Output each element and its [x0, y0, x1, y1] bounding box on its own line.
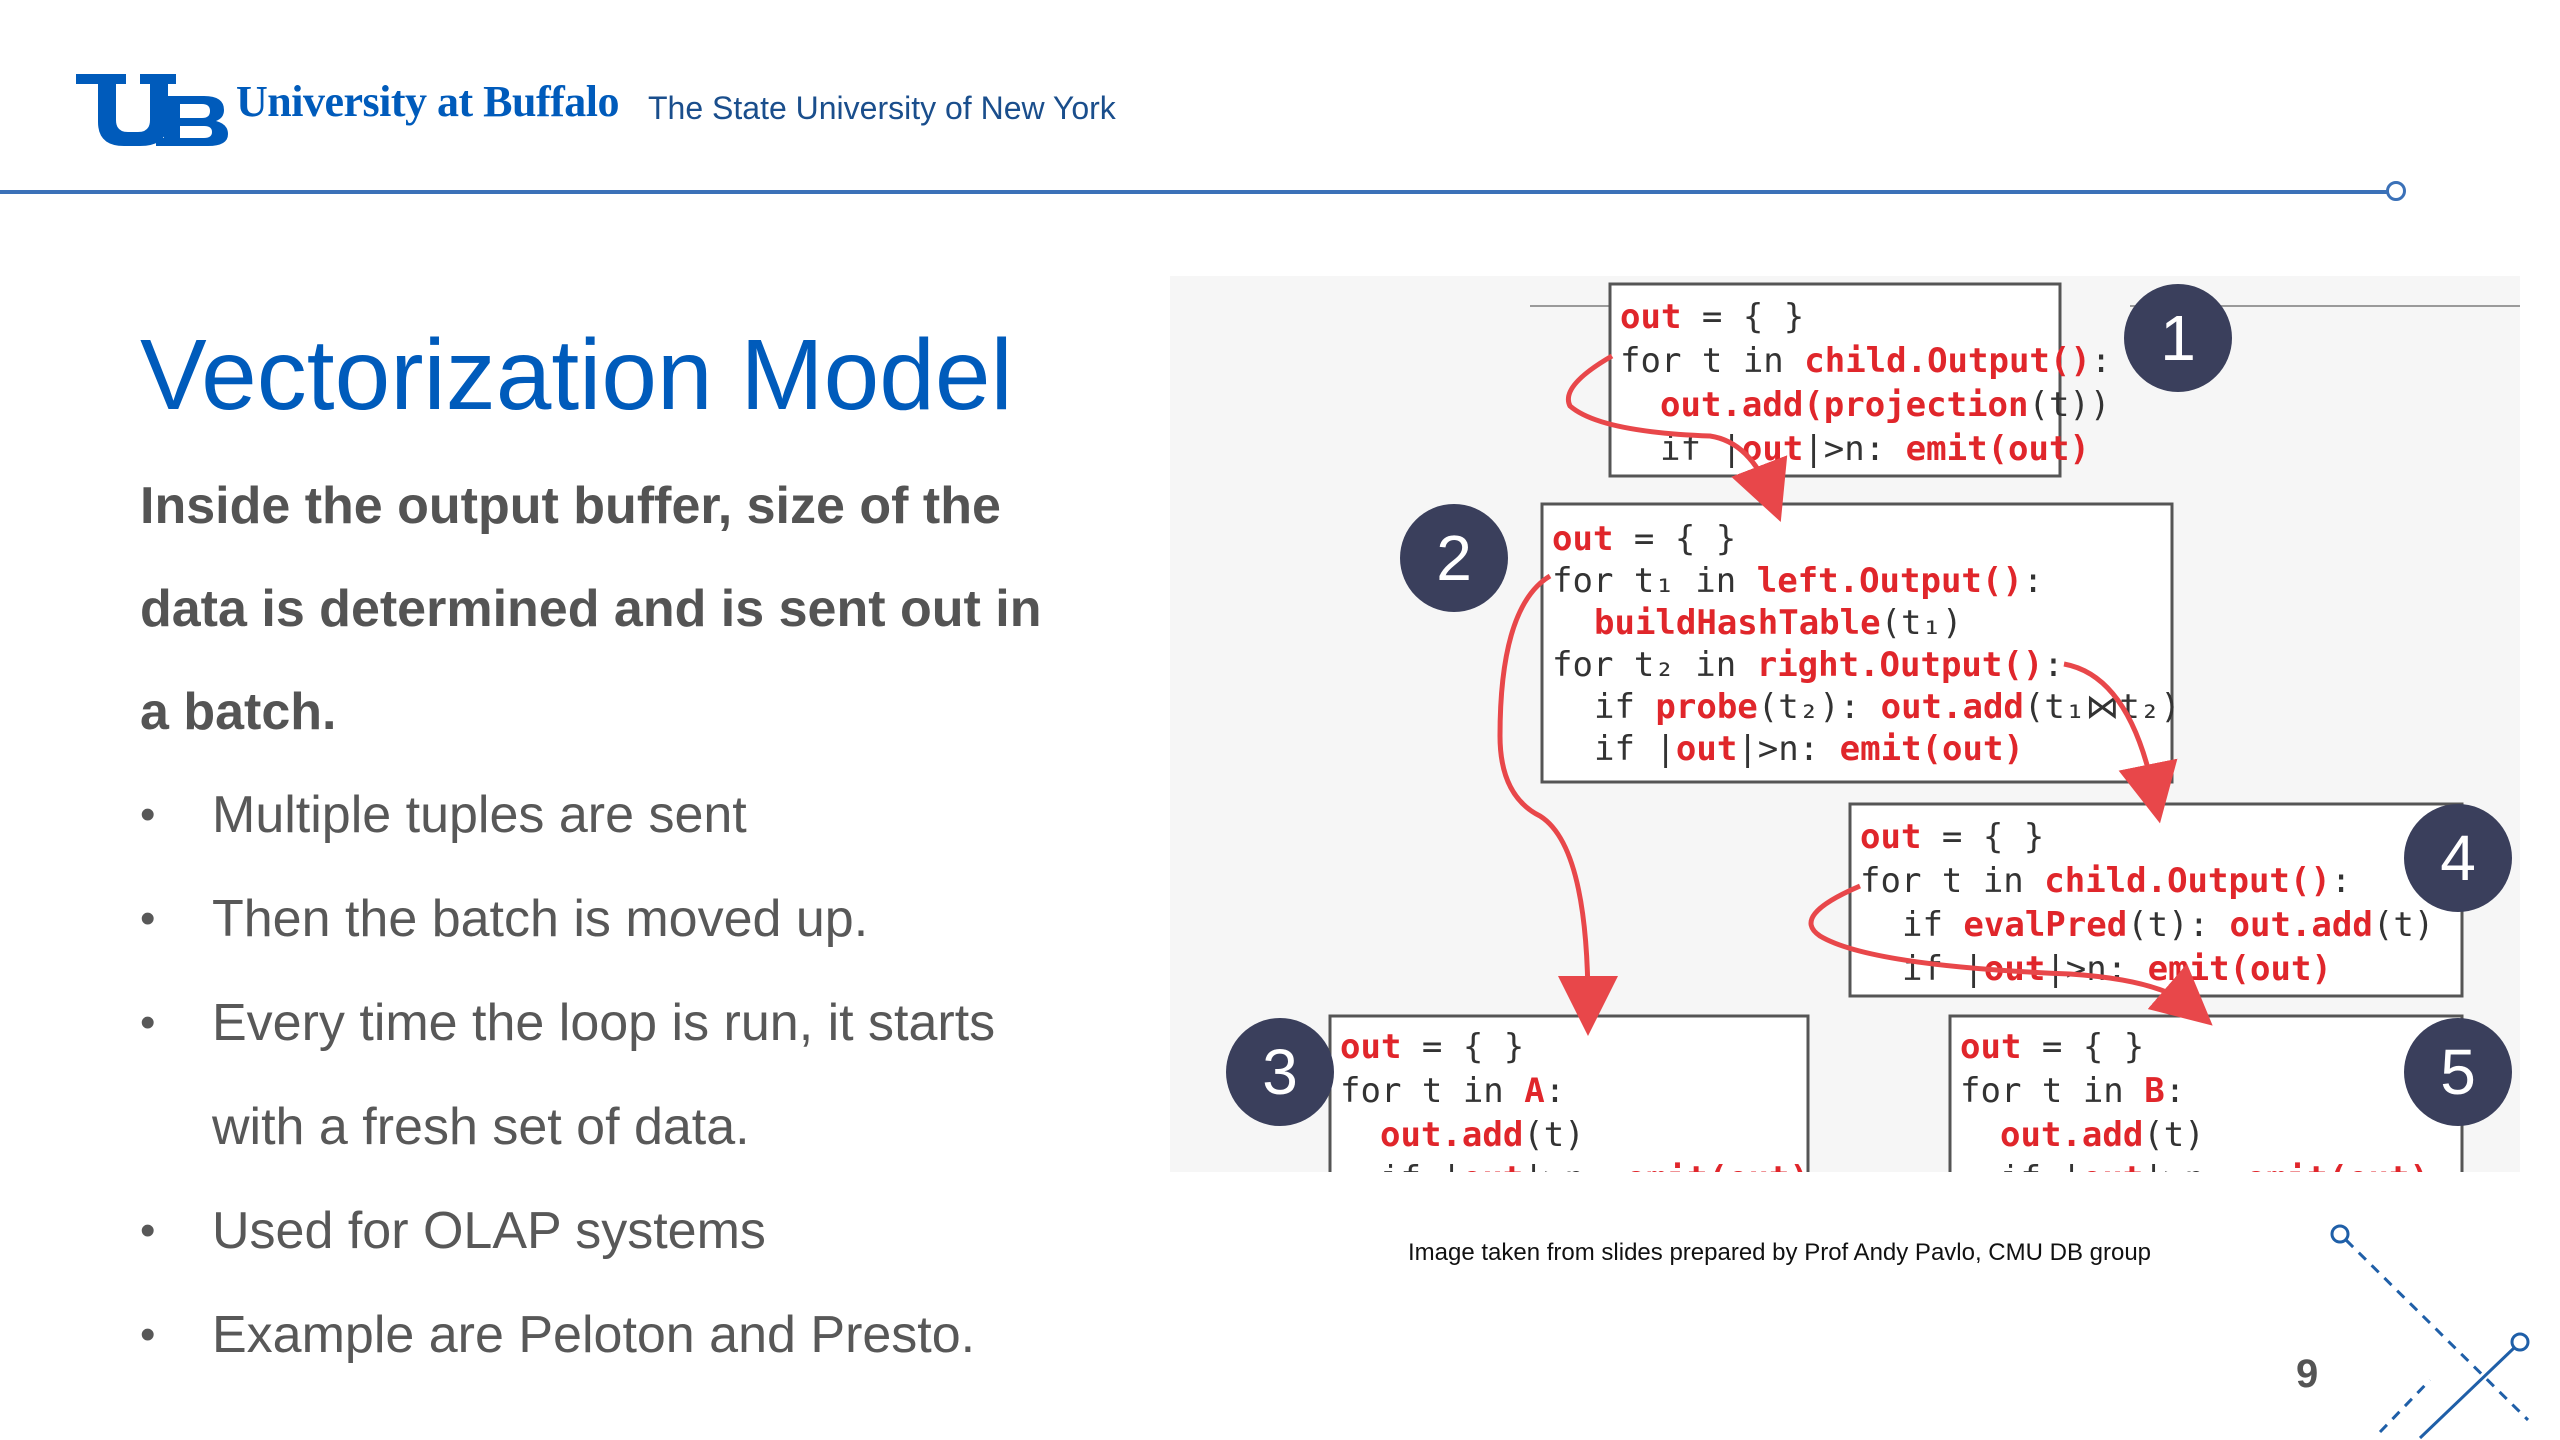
slide-title: Vectorization Model — [140, 319, 1013, 431]
flow-arrow-1-2 — [1566, 353, 1788, 522]
svg-text:for t in child.Output():: for t in child.Output(): — [1860, 861, 2351, 901]
vectorization-diagram: out = { } for t in child.Output(): out.a… — [1170, 276, 2520, 1172]
svg-text:5: 5 — [2440, 1036, 2476, 1108]
bullet-icon: • — [140, 790, 156, 839]
operator-box-1: out = { } for t in child.Output(): out.a… — [1608, 282, 2111, 478]
bullet-icon: • — [140, 894, 156, 943]
university-subtitle: The State University of New York — [648, 90, 1116, 126]
svg-text:out.add(projection(t)): out.add(projection(t)) — [1660, 385, 2110, 425]
step-badge-2: 2 — [1400, 504, 1508, 612]
bullet-icon: • — [140, 1206, 156, 1255]
slide-header: UB University at Buffalo The State Unive… — [0, 0, 2560, 201]
list-item: •Then the batch is moved up. — [140, 867, 1100, 971]
svg-text:if evalPred(t): out.add(t): if evalPred(t): out.add(t) — [1902, 905, 2434, 945]
bullet-icon: • — [140, 998, 156, 1047]
svg-text:2: 2 — [1436, 522, 1472, 594]
svg-text:for t in child.Output():: for t in child.Output(): — [1620, 341, 2111, 381]
ub-logo-icon: UB — [76, 74, 228, 146]
svg-text:if |out|>n: emit(out): if |out|>n: emit(out) — [1380, 1159, 1810, 1172]
svg-text:if |out|>n: emit(out): if |out|>n: emit(out) — [1594, 729, 2024, 769]
svg-text:1: 1 — [2160, 302, 2196, 374]
svg-text:out.add(t): out.add(t) — [1380, 1115, 1585, 1155]
svg-text:4: 4 — [2440, 822, 2476, 894]
bullet-list: •Multiple tuples are sent •Then the batc… — [140, 763, 1100, 1387]
svg-text:3: 3 — [1262, 1036, 1298, 1108]
svg-text:for t in A:: for t in A: — [1340, 1071, 1565, 1111]
svg-text:out = { }: out = { } — [1860, 817, 2044, 857]
svg-text:for t₁ in left.Output():: for t₁ in left.Output(): — [1552, 561, 2043, 601]
svg-text:for t₂ in right.Output():: for t₂ in right.Output(): — [1552, 645, 2064, 685]
operator-box-5: out = { } for t in B: out.add(t) if |out… — [1948, 1014, 2464, 1172]
list-item: •Multiple tuples are sent — [140, 763, 1100, 867]
svg-text:if |out|>n: emit(out): if |out|>n: emit(out) — [2000, 1159, 2430, 1172]
svg-text:out = { }: out = { } — [1552, 519, 1736, 559]
step-badge-1: 1 — [2124, 284, 2232, 392]
flow-arrow-2-4 — [2063, 661, 2178, 824]
operator-box-3: out = { } for t in A: out.add(t) if |out… — [1328, 1014, 1810, 1172]
svg-text:buildHashTable(t₁): buildHashTable(t₁) — [1594, 603, 1962, 643]
svg-text:out.add(t): out.add(t) — [2000, 1115, 2205, 1155]
flow-arrow-4-5 — [1808, 883, 2213, 1026]
svg-text:for t in B:: for t in B: — [1960, 1071, 2185, 1111]
divider-end-icon — [2386, 181, 2406, 201]
university-name: University at Buffalo — [236, 77, 620, 126]
operator-box-2: out = { } for t₁ in left.Output(): build… — [1540, 502, 2181, 784]
diagram-canvas: out = { } for t in child.Output(): out.a… — [1226, 282, 2520, 1172]
lead-paragraph: Inside the output buffer, size of the da… — [140, 477, 1042, 741]
page-number: 9 — [2296, 1352, 2319, 1396]
list-item: •Example are Peloton and Presto. — [140, 1283, 1100, 1387]
step-badge-3: 3 — [1226, 1018, 1334, 1126]
svg-text:if |out|>n: emit(out): if |out|>n: emit(out) — [1660, 429, 2090, 469]
svg-text:out = { }: out = { } — [1620, 297, 1804, 337]
decorative-lines-icon — [2330, 1224, 2530, 1440]
svg-text:if probe(t₂): out.add(t₁⋈t₂): if probe(t₂): out.add(t₁⋈t₂) — [1594, 687, 2181, 727]
step-badge-4: 4 — [2404, 804, 2512, 912]
flow-arrow-2-3 — [1497, 573, 1618, 1036]
header-divider — [0, 190, 2390, 194]
step-badge-5: 5 — [2404, 1018, 2512, 1126]
svg-text:out = { }: out = { } — [1960, 1027, 2144, 1067]
bullet-icon: • — [140, 1310, 156, 1359]
image-caption: Image taken from slides prepared by Prof… — [1408, 1239, 2152, 1266]
list-item: •Every time the loop is run, it starts w… — [140, 971, 1100, 1179]
svg-text:out = { }: out = { } — [1340, 1027, 1524, 1067]
list-item: •Used for OLAP systems — [140, 1179, 1100, 1283]
